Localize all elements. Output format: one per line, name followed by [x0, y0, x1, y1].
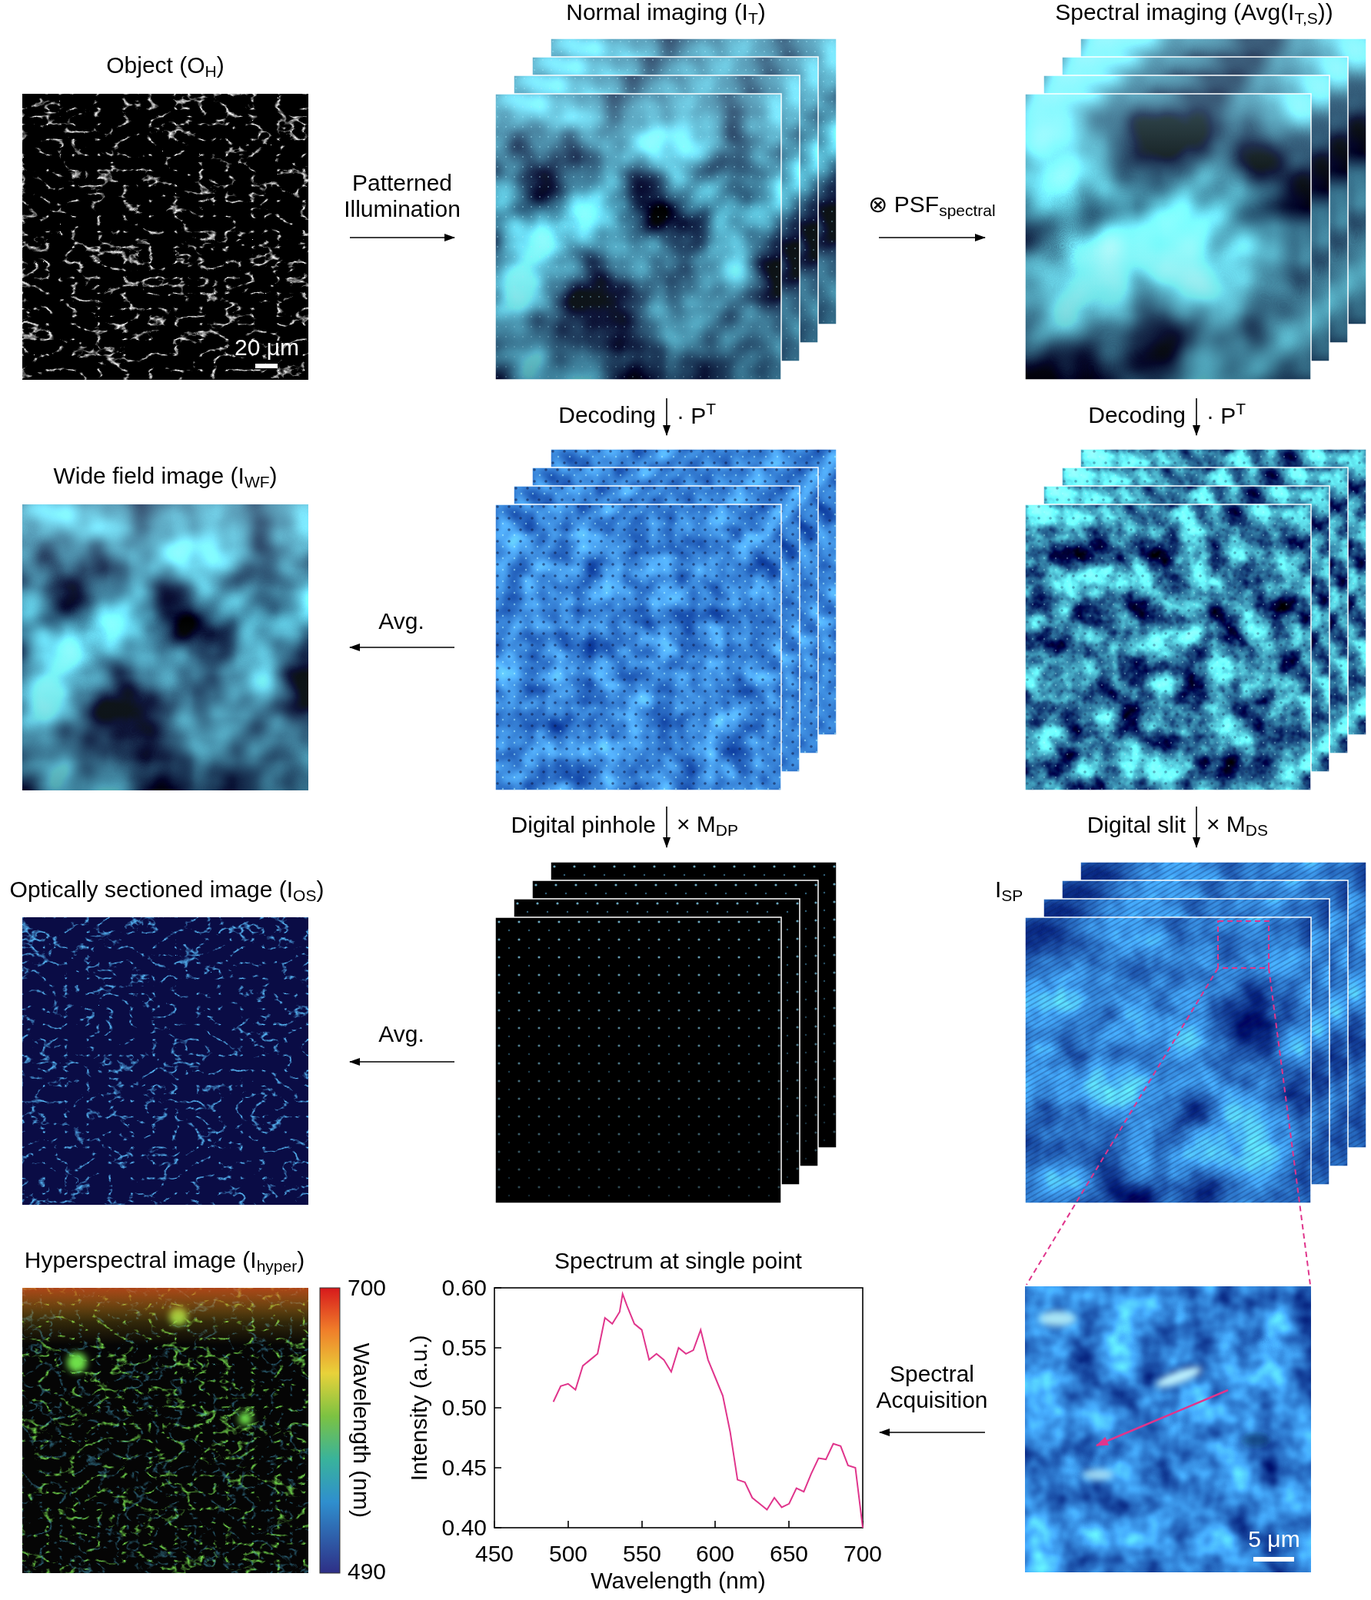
operator-label: · PT	[1206, 400, 1246, 430]
spectrum-line	[553, 1294, 863, 1528]
image-layer	[495, 93, 782, 380]
widefield-image	[22, 504, 309, 791]
image-panel: Wide field image (IWF)	[22, 461, 309, 792]
step-label: Digital pinhole	[511, 811, 656, 839]
subscript: H	[205, 63, 217, 81]
axis-tick: 0.60	[442, 1274, 487, 1302]
image-layer	[1024, 504, 1312, 791]
colorbar	[319, 1287, 340, 1574]
subscript: hyper	[256, 1257, 298, 1276]
zoom-line	[1268, 968, 1311, 1285]
connector-arrow	[878, 236, 985, 239]
axis-tick: 500	[549, 1540, 588, 1568]
panel-title: Object (OH)	[106, 52, 225, 80]
superscript: T	[1235, 399, 1246, 418]
zoom-box	[1217, 921, 1269, 969]
image-panel: Optically sectioned image (IOS)	[2, 875, 332, 1205]
step-label: Digital slit	[1087, 811, 1186, 839]
axis-tick: 0.55	[442, 1334, 487, 1362]
operator-label: × MDS	[1206, 811, 1268, 839]
panel-title: ISP	[994, 876, 1023, 904]
axis-title: Wavelength (nm)	[590, 1567, 766, 1595]
step-arrow	[349, 1061, 455, 1063]
hyperspectral-image	[22, 1287, 309, 1574]
colorbar-tick: 700	[347, 1274, 387, 1302]
connector-arrow	[879, 1431, 985, 1434]
image-layer	[495, 504, 782, 791]
step-label: Avg.	[378, 1021, 425, 1049]
step-label: Decoding	[558, 402, 656, 430]
panel-title: Wide field image (IWF)	[53, 462, 277, 490]
axis-tick: 650	[769, 1540, 809, 1568]
axis-tick: 550	[622, 1540, 662, 1568]
zoom-panel: 5 μm	[1024, 1286, 1312, 1573]
scale-bar	[1253, 1557, 1295, 1562]
axis-tick: 0.40	[442, 1514, 487, 1542]
object-image	[22, 93, 309, 380]
scale-label: 20 μm	[234, 334, 300, 362]
step-arrow	[349, 646, 455, 649]
operator-label: · PT	[676, 400, 716, 430]
colorbar-tick: 490	[347, 1558, 387, 1586]
spectrum-plot	[553, 1294, 863, 1528]
axis-tick: 700	[843, 1540, 882, 1568]
subscript: SP	[1001, 887, 1023, 906]
axis-tick: 0.45	[442, 1454, 487, 1482]
subscript: T,S	[1294, 9, 1318, 28]
axis-tick: 600	[695, 1540, 735, 1568]
subscript: T	[748, 9, 759, 28]
zoom-line	[1026, 968, 1218, 1285]
edge-label: Spectral Acquisition	[855, 1361, 1009, 1415]
panel-title: Optically sectioned image (IOS)	[9, 876, 325, 904]
step-arrow	[1195, 398, 1198, 436]
image-stack: Normal imaging (IT)	[495, 0, 837, 381]
connector-arrow	[349, 236, 455, 239]
subscript: spectral	[938, 202, 996, 220]
image-panel: Object (OH)	[22, 50, 309, 381]
axis-title: Wavelength (nm)	[348, 1342, 376, 1518]
step-arrow	[665, 806, 668, 848]
subscript: WF	[244, 473, 270, 492]
panel-title: Spectral imaging (Avg(IT,S))	[1054, 0, 1334, 27]
axis-ticks	[494, 1287, 863, 1528]
panel-title: Spectrum at single point	[554, 1247, 802, 1275]
edge-label: Patterned Illumination	[329, 169, 476, 223]
sectioned-image	[22, 917, 309, 1205]
panel-title: Hyperspectral image (Ihyper)	[24, 1247, 305, 1275]
step-label: Decoding	[1088, 402, 1186, 430]
scale-bar	[255, 363, 278, 369]
image-stack: ISP	[991, 861, 1367, 1205]
step-arrow	[665, 398, 668, 436]
operator-label: × MDP	[676, 811, 739, 839]
image-layer	[1024, 93, 1312, 380]
subscript: OS	[292, 887, 317, 906]
panel-title: 5 μm	[1247, 1526, 1300, 1554]
panel-title: Normal imaging (IT)	[565, 0, 766, 27]
zoom-image	[1024, 1286, 1312, 1573]
image-layer	[1024, 917, 1312, 1204]
plot-frame	[494, 1287, 863, 1528]
axis-title: Intensity (a.u.)	[405, 1334, 433, 1481]
step-arrow	[1195, 806, 1198, 848]
superscript: T	[705, 399, 716, 418]
axis-tick: 450	[475, 1540, 514, 1568]
image-panel: Hyperspectral image (Ihyper)	[22, 1245, 309, 1574]
axis-tick: 0.50	[442, 1394, 487, 1422]
image-stack: Spectral imaging (Avg(IT,S))	[1024, 0, 1367, 381]
subscript: DP	[715, 821, 739, 840]
subscript: DS	[1245, 821, 1268, 840]
step-label: Avg.	[378, 608, 425, 636]
spectrum-arrow	[1096, 1390, 1228, 1446]
image-layer	[495, 917, 782, 1204]
edge-label: ⊗ PSFspectral	[868, 191, 995, 219]
